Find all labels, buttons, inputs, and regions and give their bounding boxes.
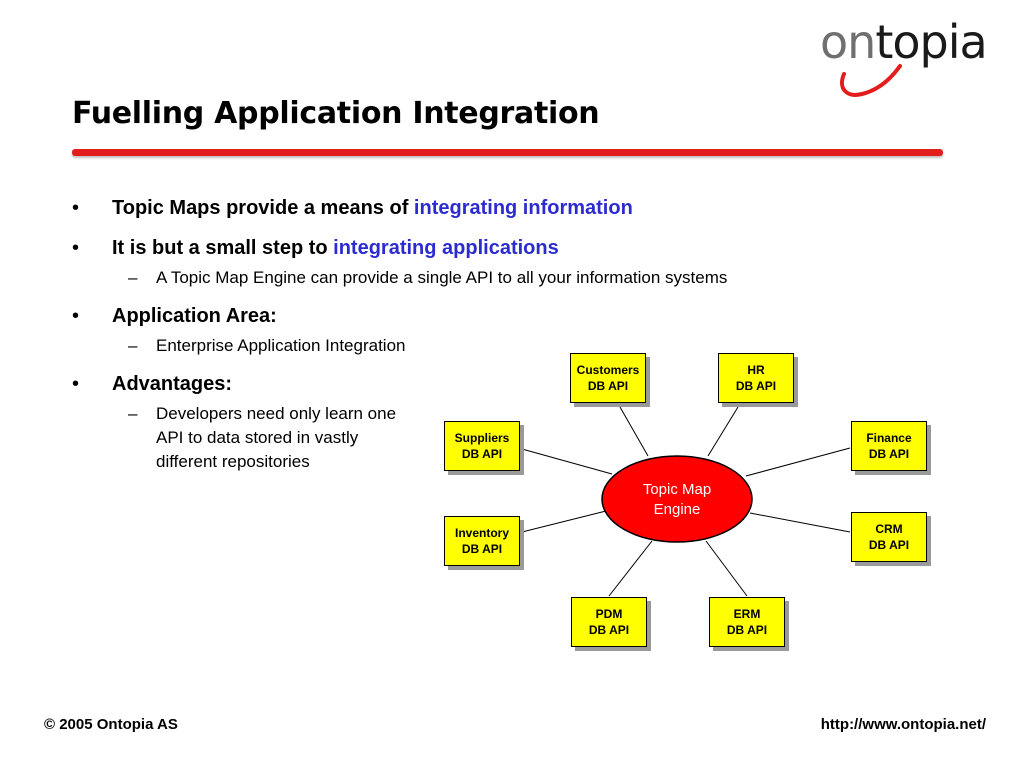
node-pdm-api: DB API (588, 623, 630, 637)
bullet-4-text: Advantages: (112, 373, 233, 395)
connector-hr (707, 406, 739, 457)
node-crm: CRM DB API (851, 512, 927, 562)
connector-inventory (521, 509, 611, 533)
logo-swoosh-icon (840, 64, 902, 97)
node-erm: ERM DB API (709, 597, 785, 647)
bullet-dot: • (72, 197, 80, 219)
bullet-4-sub-1: – Developers need only learn one API to … (72, 402, 416, 474)
bullet-2-sub-1-text: A Topic Map Engine can provide a single … (156, 268, 728, 287)
node-suppliers: Suppliers DB API (444, 421, 520, 471)
node-suppliers-api: DB API (461, 447, 503, 461)
bullet-2: • It is but a small step to integrating … (72, 234, 852, 262)
node-pdm: PDM DB API (571, 597, 647, 647)
bullet-3-sub-1: – Enterprise Application Integration (72, 334, 852, 358)
node-finance: Finance DB API (851, 421, 927, 471)
connector-finance (745, 447, 851, 477)
bullet-2-text: It is but a small step to (112, 237, 334, 259)
footer-copyright: © 2005 Ontopia AS (44, 716, 178, 733)
node-customers: Customers DB API (570, 353, 646, 403)
sub-bullet-dash: – (128, 268, 138, 287)
footer-url[interactable]: http://www.ontopia.net/ (820, 716, 986, 733)
bullet-2-sub-1: – A Topic Map Engine can provide a singl… (72, 266, 852, 290)
node-crm-api: DB API (868, 538, 910, 552)
bullet-4-sub-1-text: Developers need only learn one API to da… (156, 404, 397, 471)
connector-suppliers (521, 448, 613, 475)
bullet-3: • Application Area: (72, 302, 852, 330)
bullet-1-highlight: integrating information (413, 197, 633, 219)
node-crm-name: CRM (875, 522, 903, 536)
node-inventory: Inventory DB API (444, 516, 520, 566)
sub-bullet-dash: – (128, 404, 138, 423)
bullet-1: • Topic Maps provide a means of integrat… (72, 194, 852, 222)
node-erm-api: DB API (726, 623, 768, 637)
node-pdm-name: PDM (595, 607, 623, 621)
engine-line-1: Topic Map (642, 481, 712, 498)
engine-line-2: Engine (653, 501, 701, 518)
bullet-list: • Topic Maps provide a means of integrat… (72, 194, 852, 474)
bullet-dot: • (72, 305, 80, 327)
node-customers-name: Customers (576, 363, 640, 377)
bullet-2-highlight: integrating applications (333, 237, 559, 259)
node-inventory-name: Inventory (454, 526, 509, 540)
bullet-dot: • (72, 373, 80, 395)
title-underline (72, 149, 943, 156)
node-hr-api: DB API (735, 379, 777, 393)
slide-title: Fuelling Application Integration (72, 96, 600, 131)
bullet-dot: • (72, 237, 80, 259)
bullet-4: • Advantages: (72, 370, 852, 398)
bullet-3-text: Application Area: (112, 305, 277, 327)
node-inventory-api: DB API (461, 542, 503, 556)
connector-crm (749, 512, 851, 533)
logo-part-topia: topia (875, 15, 987, 69)
bullet-1-text: Topic Maps provide a means of (112, 197, 414, 219)
node-hr: HR DB API (718, 353, 794, 403)
topic-map-engine-ellipse (601, 455, 753, 543)
node-finance-api: DB API (868, 447, 910, 461)
topic-map-engine-label: Topic Map Engine (602, 478, 752, 522)
node-erm-name: ERM (733, 607, 761, 621)
node-finance-name: Finance (866, 431, 912, 445)
connector-customers (619, 406, 649, 457)
connector-erm (705, 540, 748, 597)
logo-wordmark: ontopia (820, 14, 988, 70)
bullet-3-sub-1-text: Enterprise Application Integration (156, 336, 406, 355)
node-hr-name: HR (747, 363, 765, 377)
logo-part-on: on (820, 15, 876, 69)
sub-bullet-dash: – (128, 336, 138, 355)
node-suppliers-name: Suppliers (454, 431, 510, 445)
ontopia-logo: ontopia (820, 14, 1010, 98)
node-customers-api: DB API (587, 379, 629, 393)
connector-pdm (608, 540, 653, 597)
